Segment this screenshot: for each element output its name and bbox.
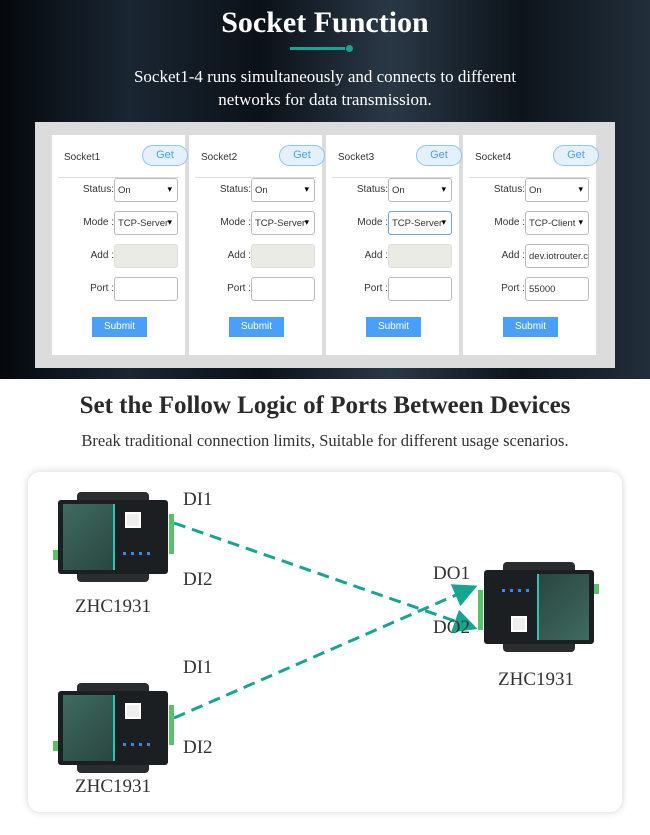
get-button[interactable]: Get <box>553 145 599 166</box>
ports-logic-title: Set the Follow Logic of Ports Between De… <box>79 392 571 419</box>
section-title: Socket Function <box>221 6 429 39</box>
status-label: Status: <box>356 184 388 195</box>
add-label: Add : <box>501 250 525 261</box>
connection-lines <box>173 521 478 720</box>
mode-select[interactable]: TCP-Server <box>251 211 315 235</box>
get-button[interactable]: Get <box>416 145 462 166</box>
subtitle-line-2: networks for data transmission. <box>218 90 432 109</box>
add-label: Add : <box>364 250 388 261</box>
label-di1-b: DI1 <box>183 657 213 678</box>
socket-config-panel: Socket1 Get Status:On Mode :TCP-Server A… <box>35 122 615 368</box>
status-label: Status: <box>219 184 251 195</box>
socket-card-4: Socket4 Get Status:On Mode :TCP-Client A… <box>463 135 599 355</box>
port-label: Port : <box>90 283 114 294</box>
socket-name: Socket4 <box>475 152 512 163</box>
mode-select[interactable]: TCP-Server <box>114 211 178 235</box>
label-di2-b: DI2 <box>183 737 213 758</box>
submit-button[interactable]: Submit <box>229 317 284 337</box>
get-button[interactable]: Get <box>142 145 188 166</box>
status-select[interactable]: On <box>525 178 589 202</box>
add-label: Add : <box>90 250 114 261</box>
port-input[interactable] <box>114 277 178 301</box>
label-do2: DO2 <box>433 617 470 638</box>
socket-name: Socket3 <box>338 152 375 163</box>
socket-card-3: Socket3 Get Status:On Mode :TCP-Server A… <box>326 135 462 355</box>
section-subtitle: Socket1-4 runs simultaneously and connec… <box>0 65 650 111</box>
connection-di1-to-do2 <box>173 521 478 633</box>
mode-select[interactable]: TCP-Client <box>525 211 589 235</box>
socket-card-1: Socket1 Get Status:On Mode :TCP-Server A… <box>52 135 188 355</box>
port-label: Port : <box>364 283 388 294</box>
socket-function-banner: Socket Function Socket1-4 runs simultane… <box>0 0 650 379</box>
title-underline-dot <box>346 45 353 52</box>
mode-label: Mode : <box>357 217 388 228</box>
mode-label: Mode : <box>83 217 114 228</box>
status-select[interactable]: On <box>251 178 315 202</box>
status-label: Status: <box>82 184 114 195</box>
port-label: Port : <box>227 283 251 294</box>
device-zhc1931-b <box>53 683 174 773</box>
status-select[interactable]: On <box>388 178 452 202</box>
device-diagram: DI1 DI2 ZHC1931 DI1 DI2 ZHC1931 DO1 DO2 … <box>28 472 622 812</box>
connection-di1-to-do1 <box>173 584 478 720</box>
port-input[interactable] <box>388 277 452 301</box>
label-do1: DO1 <box>433 563 470 584</box>
title-underline <box>290 47 345 50</box>
device-zhc1931-c <box>478 562 599 652</box>
port-input[interactable] <box>251 277 315 301</box>
submit-button[interactable]: Submit <box>503 317 558 337</box>
address-input[interactable]: dev.iotrouter.com <box>525 244 589 268</box>
submit-button[interactable]: Submit <box>366 317 421 337</box>
address-input[interactable] <box>114 244 178 268</box>
socket-card-2: Socket2 Get Status:On Mode :TCP-Server A… <box>189 135 325 355</box>
add-label: Add : <box>227 250 251 261</box>
label-device-a: ZHC1931 <box>75 596 151 617</box>
device-zhc1931-a <box>53 492 174 582</box>
label-device-c: ZHC1931 <box>498 669 574 690</box>
address-input[interactable] <box>388 244 452 268</box>
socket-name: Socket2 <box>201 152 238 163</box>
port-label: Port : <box>501 283 525 294</box>
mode-select[interactable]: TCP-Server <box>388 211 452 235</box>
label-di2-a: DI2 <box>183 569 213 590</box>
label-di1-a: DI1 <box>183 489 213 510</box>
status-label: Status: <box>493 184 525 195</box>
subtitle-line-1: Socket1-4 runs simultaneously and connec… <box>133 67 517 86</box>
ports-logic-subtitle: Break traditional connection limits, Sui… <box>81 431 569 450</box>
address-input[interactable] <box>251 244 315 268</box>
mode-label: Mode : <box>494 217 525 228</box>
get-button[interactable]: Get <box>279 145 325 166</box>
mode-label: Mode : <box>220 217 251 228</box>
socket-name: Socket1 <box>64 152 101 163</box>
status-select[interactable]: On <box>114 178 178 202</box>
label-device-b: ZHC1931 <box>75 776 151 797</box>
submit-button[interactable]: Submit <box>92 317 147 337</box>
port-input[interactable]: 55000 <box>525 277 589 301</box>
